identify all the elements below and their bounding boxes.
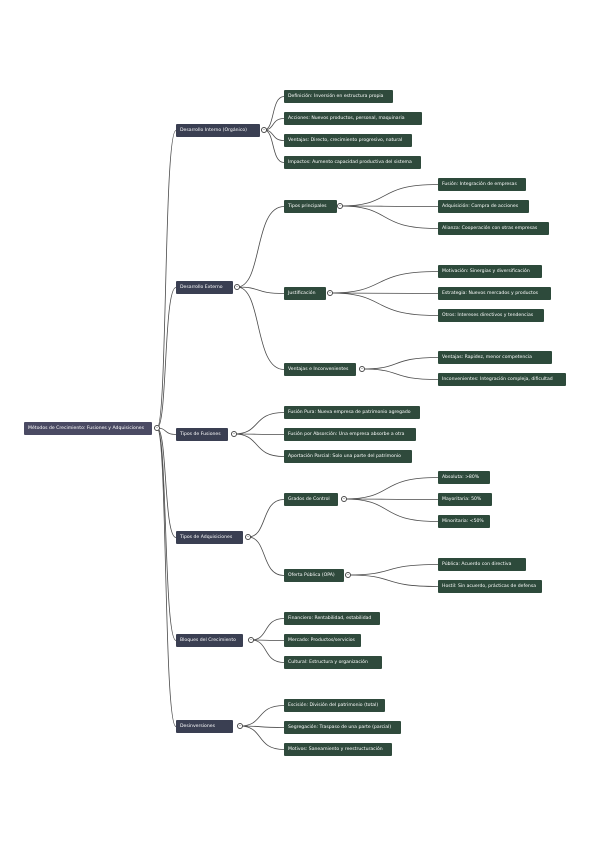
connector-line (233, 412, 285, 435)
subbranch-oferta-publica[interactable]: Oferta Pública (OPA) (284, 569, 344, 582)
leaf-node[interactable]: Absoluta: >80% (438, 471, 490, 484)
collapse-toggle-icon[interactable] (261, 127, 267, 133)
collapse-toggle-icon[interactable] (231, 431, 237, 437)
connector-line (347, 564, 439, 576)
leaf-node[interactable]: Financiero: Rentabilidad, estabilidad (284, 612, 380, 625)
connector-line (250, 618, 285, 641)
subbranch-grados-control[interactable]: Grados de Control (284, 493, 338, 506)
leaf-node[interactable]: Alianza: Cooperación con otras empresas (438, 222, 549, 235)
leaf-node[interactable]: Ventajas: Directo, crecimiento progresiv… (284, 134, 412, 147)
leaf-node[interactable]: Minoritaria: <50% (438, 515, 490, 528)
collapse-toggle-icon[interactable] (237, 723, 243, 729)
collapse-toggle-icon[interactable] (234, 284, 240, 290)
connector-line (329, 292, 439, 316)
subbranch-justificacion[interactable]: Justificación (284, 287, 326, 300)
connector-line (236, 286, 285, 370)
connector-line (247, 536, 285, 576)
connector-line (347, 574, 439, 587)
connector-line (236, 286, 285, 294)
connector-line (361, 357, 439, 370)
leaf-node[interactable]: Hostil: Sin acuerdo, prácticas de defens… (438, 580, 542, 593)
subbranch-ventajas-inconvenientes[interactable]: Ventajas e Inconvenientes (284, 363, 356, 376)
branch-tipos-adquisiciones[interactable]: Tipos de Adquisiciones (176, 531, 243, 544)
leaf-node[interactable]: Fusión Pura: Nueva empresa de patrimonio… (284, 406, 420, 419)
branch-desarrollo-interno[interactable]: Desarrollo Interno (Orgánico) (176, 124, 260, 137)
connector-line (339, 205, 439, 207)
branch-desinversiones[interactable]: Desinversiones (176, 720, 233, 733)
connector-line (263, 118, 285, 131)
connector-line (233, 433, 285, 435)
connector-line (156, 427, 177, 727)
connector-line (329, 271, 439, 294)
collapse-toggle-icon[interactable] (248, 637, 254, 643)
leaf-node[interactable]: Motivación: Sinergias y diversificación (438, 265, 542, 278)
connector-line (239, 705, 285, 727)
leaf-node[interactable]: Aportación Parcial: Solo una parte del p… (284, 450, 412, 463)
branch-desarrollo-externo[interactable]: Desarrollo Externo (176, 281, 233, 294)
leaf-node[interactable]: Inconvenientes: Integración compleja, di… (438, 373, 566, 386)
leaf-node[interactable]: Impactos: Aumento capacidad productiva d… (284, 156, 421, 169)
connector-line (361, 368, 439, 380)
leaf-node[interactable]: Mercado: Productos/servicios (284, 634, 361, 647)
leaf-node[interactable]: Segregación: Traspaso de una parte (parc… (284, 721, 401, 734)
connector-line (343, 498, 439, 522)
connector-line (247, 499, 285, 538)
connector-line (156, 287, 177, 429)
collapse-toggle-icon[interactable] (245, 534, 251, 540)
leaf-node[interactable]: Definición: Inversión en estructura prop… (284, 90, 393, 103)
connector-line (263, 96, 285, 131)
leaf-node[interactable]: Fusión por Absorción: Una empresa absorb… (284, 428, 416, 441)
leaf-node[interactable]: Acciones: Nuevos productos, personal, ma… (284, 112, 422, 125)
collapse-toggle-icon[interactable] (154, 425, 160, 431)
connector-line (329, 292, 439, 294)
collapse-toggle-icon[interactable] (341, 496, 347, 502)
leaf-node[interactable]: Ventajas: Rapidez, menor competencia (438, 351, 552, 364)
connector-line (239, 725, 285, 750)
leaf-node[interactable]: Pública: Acuerdo con directiva (438, 558, 526, 571)
connector-line (156, 427, 177, 538)
connector-line (339, 205, 439, 229)
branch-tipos-fusiones[interactable]: Tipos de Fusiones (176, 428, 228, 441)
collapse-toggle-icon[interactable] (337, 203, 343, 209)
connector-line (156, 427, 177, 641)
connector-line (339, 184, 439, 207)
leaf-node[interactable]: Adquisición: Compra de acciones (438, 200, 529, 213)
connector-line (343, 477, 439, 500)
leaf-node[interactable]: Fusión: Integración de empresas (438, 178, 526, 191)
collapse-toggle-icon[interactable] (327, 290, 333, 296)
collapse-toggle-icon[interactable] (359, 366, 365, 372)
subbranch-tipos-principales[interactable]: Tipos principales (284, 200, 337, 213)
root-node[interactable]: Métodos de Crecimiento: Fusiones y Adqui… (24, 422, 152, 435)
leaf-node[interactable]: Cultural: Estructura y organización (284, 656, 382, 669)
connector-line (343, 498, 439, 500)
leaf-node[interactable]: Mayoritaria: 50% (438, 493, 492, 506)
leaf-node[interactable]: Escisión: División del patrimonio (total… (284, 699, 385, 712)
connector-line (236, 206, 285, 288)
connector-line (156, 130, 177, 429)
leaf-node[interactable]: Motivos: Saneamiento y reestructuración (284, 743, 392, 756)
leaf-node[interactable]: Estrategia: Nuevos mercados y productos (438, 287, 551, 300)
collapse-toggle-icon[interactable] (345, 572, 351, 578)
connector-line (250, 639, 285, 663)
connector-line (233, 433, 285, 457)
leaf-node[interactable]: Otros: Intereses directivos y tendencias (438, 309, 544, 322)
connector-line (263, 129, 285, 141)
connector-line (263, 129, 285, 163)
branch-bloques-crecimiento[interactable]: Bloques del Crecimiento (176, 634, 243, 647)
